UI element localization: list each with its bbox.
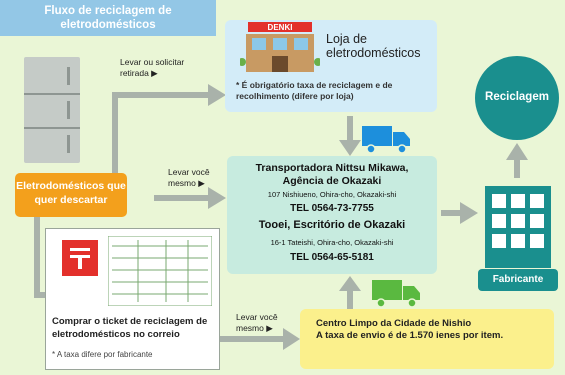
company1-address: 107 Nishiueno, Ohira-cho, Okazaki-shi xyxy=(267,190,397,199)
connector-line xyxy=(112,92,208,98)
company2-phone: TEL 0564-65-5181 xyxy=(290,252,374,263)
recycling-ticket-form-icon xyxy=(108,236,212,306)
recycling-circle xyxy=(475,56,559,140)
store-sign: DENKI xyxy=(268,23,293,32)
appliances-to-discard-box xyxy=(15,173,127,217)
truck-icon xyxy=(372,280,420,308)
company2-name: Tooei, Escritório de Okazaki xyxy=(258,219,406,231)
transport-companies-box: Transportadora Nittsu Mikawa, Agência de… xyxy=(227,156,437,274)
clean-center-fee: A taxa de envio é de 1.570 ienes por ite… xyxy=(316,330,504,341)
title-banner xyxy=(0,0,216,36)
factory-icon xyxy=(485,186,551,268)
connector-line xyxy=(34,216,40,298)
arrow-center-to-transport xyxy=(339,276,361,291)
label-bring-yourself: Levar você mesmo ▶ xyxy=(236,312,278,333)
connector-line xyxy=(112,92,118,177)
connector-line xyxy=(34,292,48,298)
clean-center-name: Centro Limpo da Cidade de Nishio xyxy=(316,318,472,329)
appliances-to-discard-label: Eletrodomésticos que quer descartar xyxy=(16,180,126,206)
nishio-clean-center-box xyxy=(300,309,554,369)
post-fee-note: * A taxa difere por fabricante xyxy=(52,350,153,359)
connector-line xyxy=(441,210,461,216)
arrow-to-manufacturer xyxy=(460,202,478,224)
company1-name: Transportadora Nittsu Mikawa, Agência de… xyxy=(255,162,409,187)
label-bring-or-request: Levar ou solicitar retirada ▶ xyxy=(120,57,185,78)
store-title: Loja de eletrodomésticos xyxy=(326,32,421,60)
manufacturer-label: Fabricante xyxy=(492,274,544,285)
diagram-title: Fluxo de reciclagem de eletrodomésticos xyxy=(44,5,172,31)
arrow-to-transport xyxy=(208,187,226,209)
refrigerator-icon xyxy=(24,57,80,163)
connector-line xyxy=(218,336,284,342)
clean-center-info: Centro Limpo da Cidade de Nishio A taxa … xyxy=(316,318,546,342)
post-office-instruction: Comprar o ticket de reciclagem de eletro… xyxy=(52,316,208,340)
truck-icon xyxy=(362,126,410,154)
connector-line xyxy=(347,116,353,142)
manufacturer-badge xyxy=(478,269,558,291)
arrow-to-center xyxy=(283,328,300,350)
recycling-label: Reciclagem xyxy=(485,91,549,103)
connector-line xyxy=(154,195,208,201)
store-building-icon: DENKI xyxy=(240,22,320,72)
arrow-to-store xyxy=(208,84,226,106)
label-bring-yourself: Levar você mesmo ▶ xyxy=(168,167,210,188)
arrow-to-recycling xyxy=(506,143,528,160)
connector-line xyxy=(347,290,353,309)
connector-line xyxy=(514,158,520,178)
company2-address: 16-1 Tateishi, Ohira-cho, Okazaki-shi xyxy=(270,238,394,247)
arrow-store-to-transport xyxy=(339,140,361,156)
post-office-icon xyxy=(62,240,98,276)
company1-phone: TEL 0564-73-7755 xyxy=(290,203,374,214)
store-fee-note: * É obrigatório taxa de reciclagem e de … xyxy=(236,80,393,101)
